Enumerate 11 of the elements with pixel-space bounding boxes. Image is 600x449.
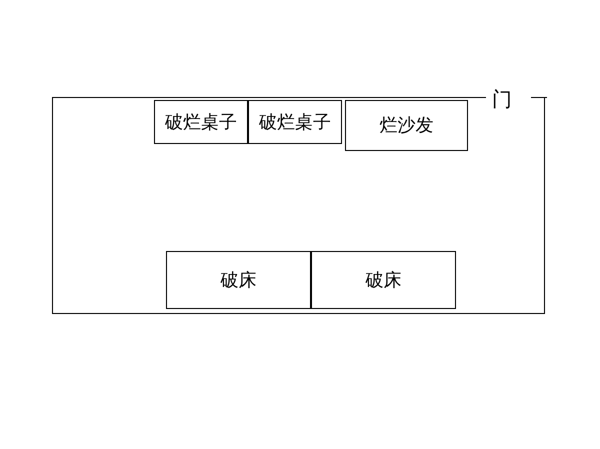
furniture-box — [311, 251, 456, 309]
furniture-label: 烂沙发 — [380, 114, 434, 138]
furniture-box — [345, 100, 468, 151]
furniture-label: 破烂桌子 — [259, 110, 331, 134]
furniture-label: 破床 — [366, 268, 402, 292]
furniture-box — [154, 100, 248, 144]
furniture-box — [248, 100, 342, 144]
furniture-label: 破烂桌子 — [165, 110, 237, 134]
furniture-box — [166, 251, 311, 309]
furniture-label: 破床 — [220, 268, 256, 292]
door-label: 门 — [492, 89, 512, 109]
